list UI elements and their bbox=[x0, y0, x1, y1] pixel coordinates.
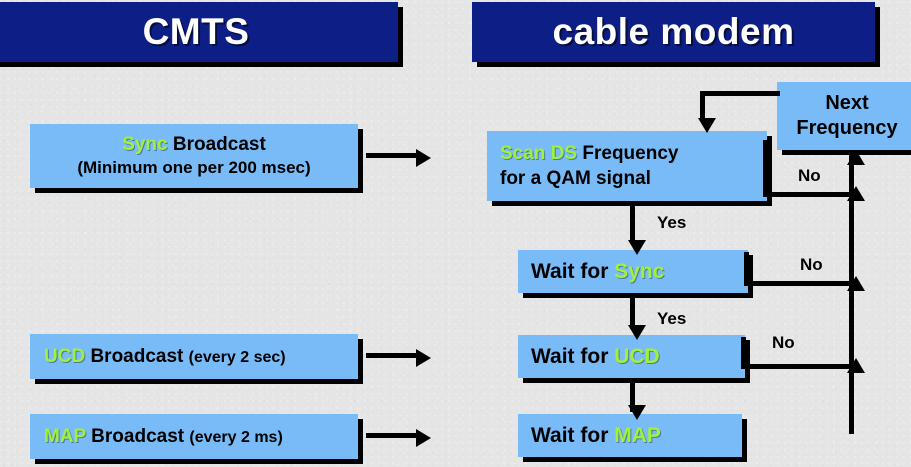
scan-rest: Frequency bbox=[577, 143, 679, 164]
arrowhead-sync-to-modem bbox=[416, 149, 431, 167]
arrow-ucd-to-modem bbox=[366, 353, 419, 358]
wait-ucd-prefix: Wait for bbox=[531, 344, 615, 368]
sync-rest: Broadcast bbox=[167, 134, 266, 155]
arrowhead-ucd-to-map bbox=[628, 405, 646, 420]
arrowhead-scan-yes bbox=[628, 240, 646, 255]
arrowhead-ucd-to-modem bbox=[416, 349, 431, 367]
wait-sync-prefix: Wait for bbox=[531, 259, 615, 283]
header-cmts: CMTS bbox=[0, 2, 398, 62]
arrow-map-to-modem bbox=[366, 433, 419, 438]
box-ucd-broadcast[interactable]: UCD Broadcast (every 2 sec) bbox=[30, 334, 358, 379]
arrowhead-sync-yes bbox=[628, 325, 646, 340]
return-trunk-vertical bbox=[849, 152, 854, 434]
box-map-broadcast[interactable]: MAP Broadcast (every 2 ms) bbox=[30, 414, 358, 459]
wait-sync-keyword: Sync bbox=[614, 259, 665, 283]
arrow-sync-to-modem bbox=[366, 153, 419, 158]
no-scan-vertical bbox=[763, 140, 768, 197]
box-wait-for-map[interactable]: Wait for MAP bbox=[518, 414, 742, 457]
no-ucd-vertical bbox=[741, 337, 746, 369]
next-frequency-line2: Frequency bbox=[796, 117, 898, 139]
arrowhead-no-scan bbox=[847, 186, 865, 201]
arrow-scan-yes-vertical bbox=[630, 205, 635, 243]
no-sync-vertical bbox=[744, 252, 749, 286]
wait-ucd-keyword: UCD bbox=[614, 344, 660, 368]
sync-keyword: Sync bbox=[122, 134, 168, 155]
scan-line2: for a QAM signal bbox=[500, 168, 651, 189]
no-ucd-horizontal bbox=[741, 364, 853, 369]
map-keyword: MAP bbox=[44, 425, 86, 447]
ucd-keyword: UCD bbox=[44, 345, 86, 367]
label-yes-scan: Yes bbox=[657, 213, 687, 232]
box-scan-ds-frequency[interactable]: Scan DS Frequency for a QAM signal bbox=[487, 131, 767, 201]
arrow-sync-yes-vertical bbox=[630, 296, 635, 329]
arrowhead-return-into-next-frequency bbox=[847, 150, 865, 165]
loop-next-to-scan-horizontal bbox=[700, 91, 780, 96]
header-cable-modem: cable modem bbox=[472, 2, 875, 62]
wait-map-keyword: MAP bbox=[614, 423, 661, 447]
map-detail: (every 2 ms) bbox=[189, 428, 283, 446]
header-cable-modem-label: cable modem bbox=[552, 11, 795, 52]
wait-map-prefix: Wait for bbox=[531, 423, 615, 447]
label-no-scan: No bbox=[798, 166, 821, 185]
box-next-frequency[interactable]: Next Frequency bbox=[777, 82, 911, 150]
label-yes-sync: Yes bbox=[657, 309, 687, 328]
arrowhead-loop-into-scan bbox=[698, 118, 716, 133]
map-rest: Broadcast bbox=[85, 425, 190, 447]
arrowhead-no-ucd bbox=[847, 358, 865, 373]
next-frequency-line1: Next bbox=[825, 92, 869, 114]
box-wait-for-ucd[interactable]: Wait for UCD bbox=[518, 335, 745, 378]
no-sync-horizontal bbox=[744, 281, 853, 286]
label-no-sync: No bbox=[800, 255, 823, 274]
arrow-ucd-to-map-vertical bbox=[630, 380, 635, 412]
loop-next-to-scan-vertical bbox=[700, 91, 705, 121]
arrowhead-map-to-modem bbox=[416, 429, 431, 447]
scan-keyword: Scan DS bbox=[500, 143, 578, 164]
header-cmts-label: CMTS bbox=[142, 11, 250, 52]
box-wait-for-sync[interactable]: Wait for Sync bbox=[518, 250, 748, 293]
ucd-detail: (every 2 sec) bbox=[188, 348, 286, 366]
no-scan-horizontal bbox=[763, 192, 853, 197]
box-sync-broadcast[interactable]: Sync Broadcast (Minimum one per 200 msec… bbox=[30, 124, 358, 188]
arrowhead-no-sync bbox=[847, 276, 865, 291]
ucd-rest: Broadcast bbox=[85, 345, 189, 367]
sync-detail: (Minimum one per 200 msec) bbox=[77, 158, 311, 177]
label-no-ucd: No bbox=[772, 333, 795, 352]
